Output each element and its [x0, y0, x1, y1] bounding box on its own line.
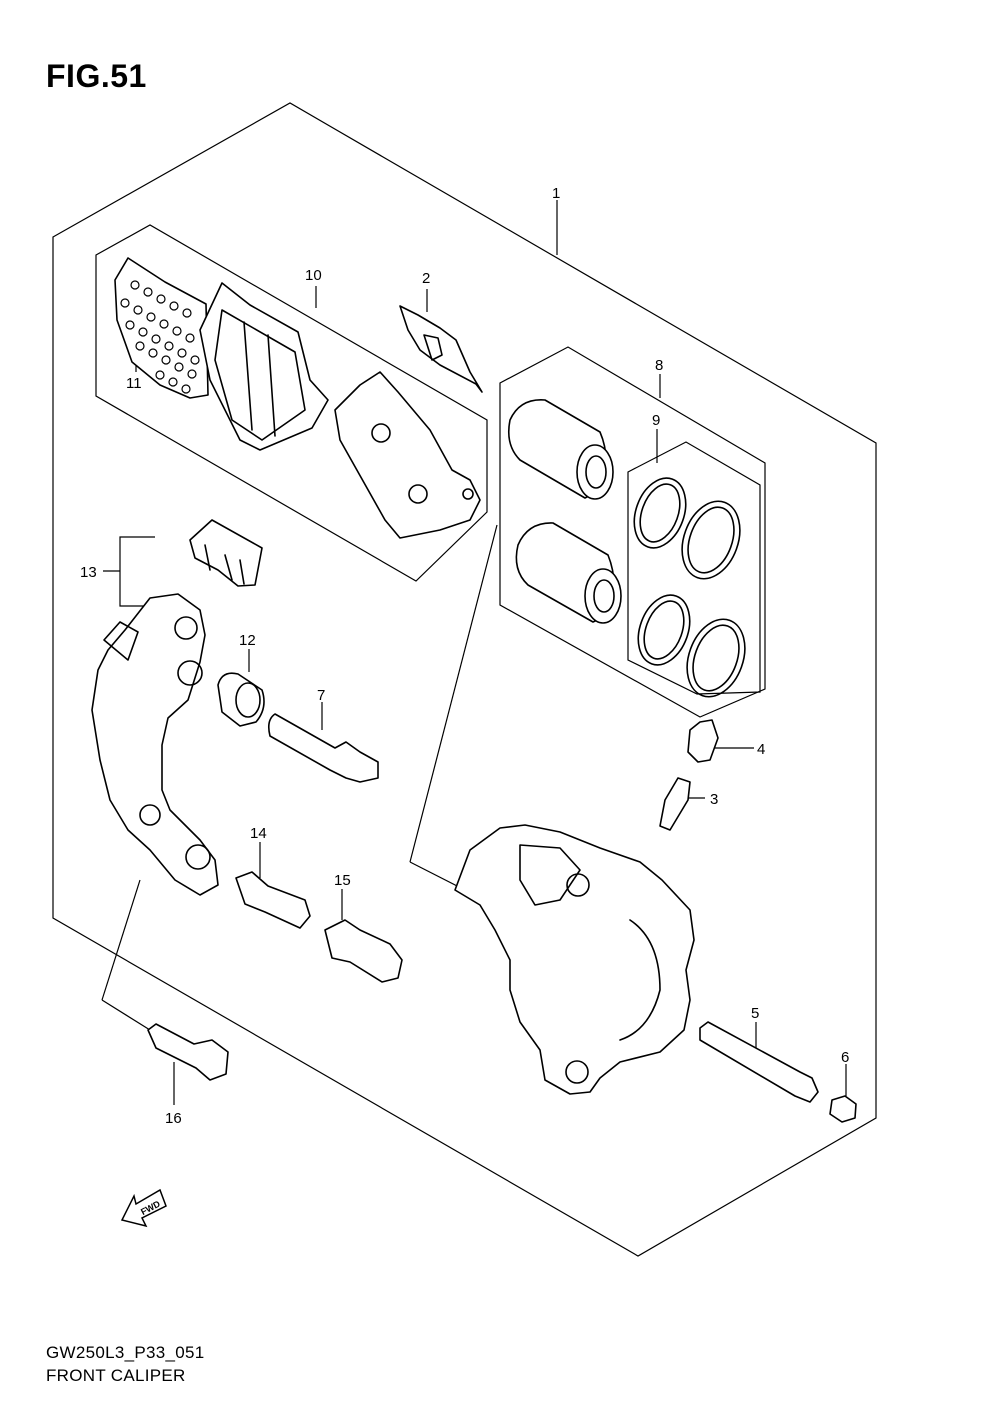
diagram-caption: FRONT CALIPER [46, 1366, 186, 1385]
callout-13: 13 [80, 564, 97, 581]
boot-part-12 [217, 672, 265, 727]
callout-15: 15 [334, 872, 351, 889]
callout-9: 9 [652, 412, 660, 429]
assembly-frame [52, 102, 877, 1257]
pad-backing-plate [334, 371, 481, 539]
callout-7: 7 [317, 687, 325, 704]
callout-6: 6 [841, 1049, 849, 1066]
pad-shim-part-11 [114, 257, 209, 399]
pin-part-5 [699, 1021, 819, 1103]
piston-seal-part-9 [633, 477, 746, 698]
spring-clip-part-13 [189, 519, 263, 587]
forward-direction-arrow: FWD [120, 1188, 167, 1228]
brake-pad-part-10 [199, 282, 329, 451]
nut-part-6 [829, 1095, 857, 1123]
callout-1: 1 [552, 185, 560, 202]
piston-part-8 [507, 399, 622, 624]
callout-8: 8 [655, 357, 663, 374]
bolt-part-16 [147, 1023, 229, 1081]
caliper-body [454, 824, 695, 1095]
seal-kit-frame [627, 441, 761, 695]
bolt-part-15 [324, 919, 403, 983]
callout-3: 3 [710, 791, 718, 808]
pin-part-14 [235, 871, 311, 929]
callout-2: 2 [422, 270, 430, 287]
callout-10: 10 [305, 267, 322, 284]
cap-part-4 [687, 719, 719, 763]
figure-title: FIG.51 [46, 58, 147, 94]
pad-spring-part-2 [399, 305, 483, 393]
callout-labels: 1 2 3 4 5 6 7 8 9 10 11 12 13 14 15 16 [80, 185, 849, 1127]
callout-12: 12 [239, 632, 256, 649]
callout-16: 16 [165, 1110, 182, 1127]
diagram-code: GW250L3_P33_051 [46, 1343, 205, 1362]
piston-kit-frame [499, 346, 766, 718]
callout-4: 4 [757, 741, 765, 758]
bleeder-part-3 [659, 777, 691, 831]
pad-kit-frame [95, 224, 488, 582]
callout-11: 11 [126, 375, 142, 392]
callout-5: 5 [751, 1005, 759, 1022]
pin-part-7 [268, 713, 379, 783]
callout-14: 14 [250, 825, 267, 842]
caliper-bracket [91, 593, 219, 896]
